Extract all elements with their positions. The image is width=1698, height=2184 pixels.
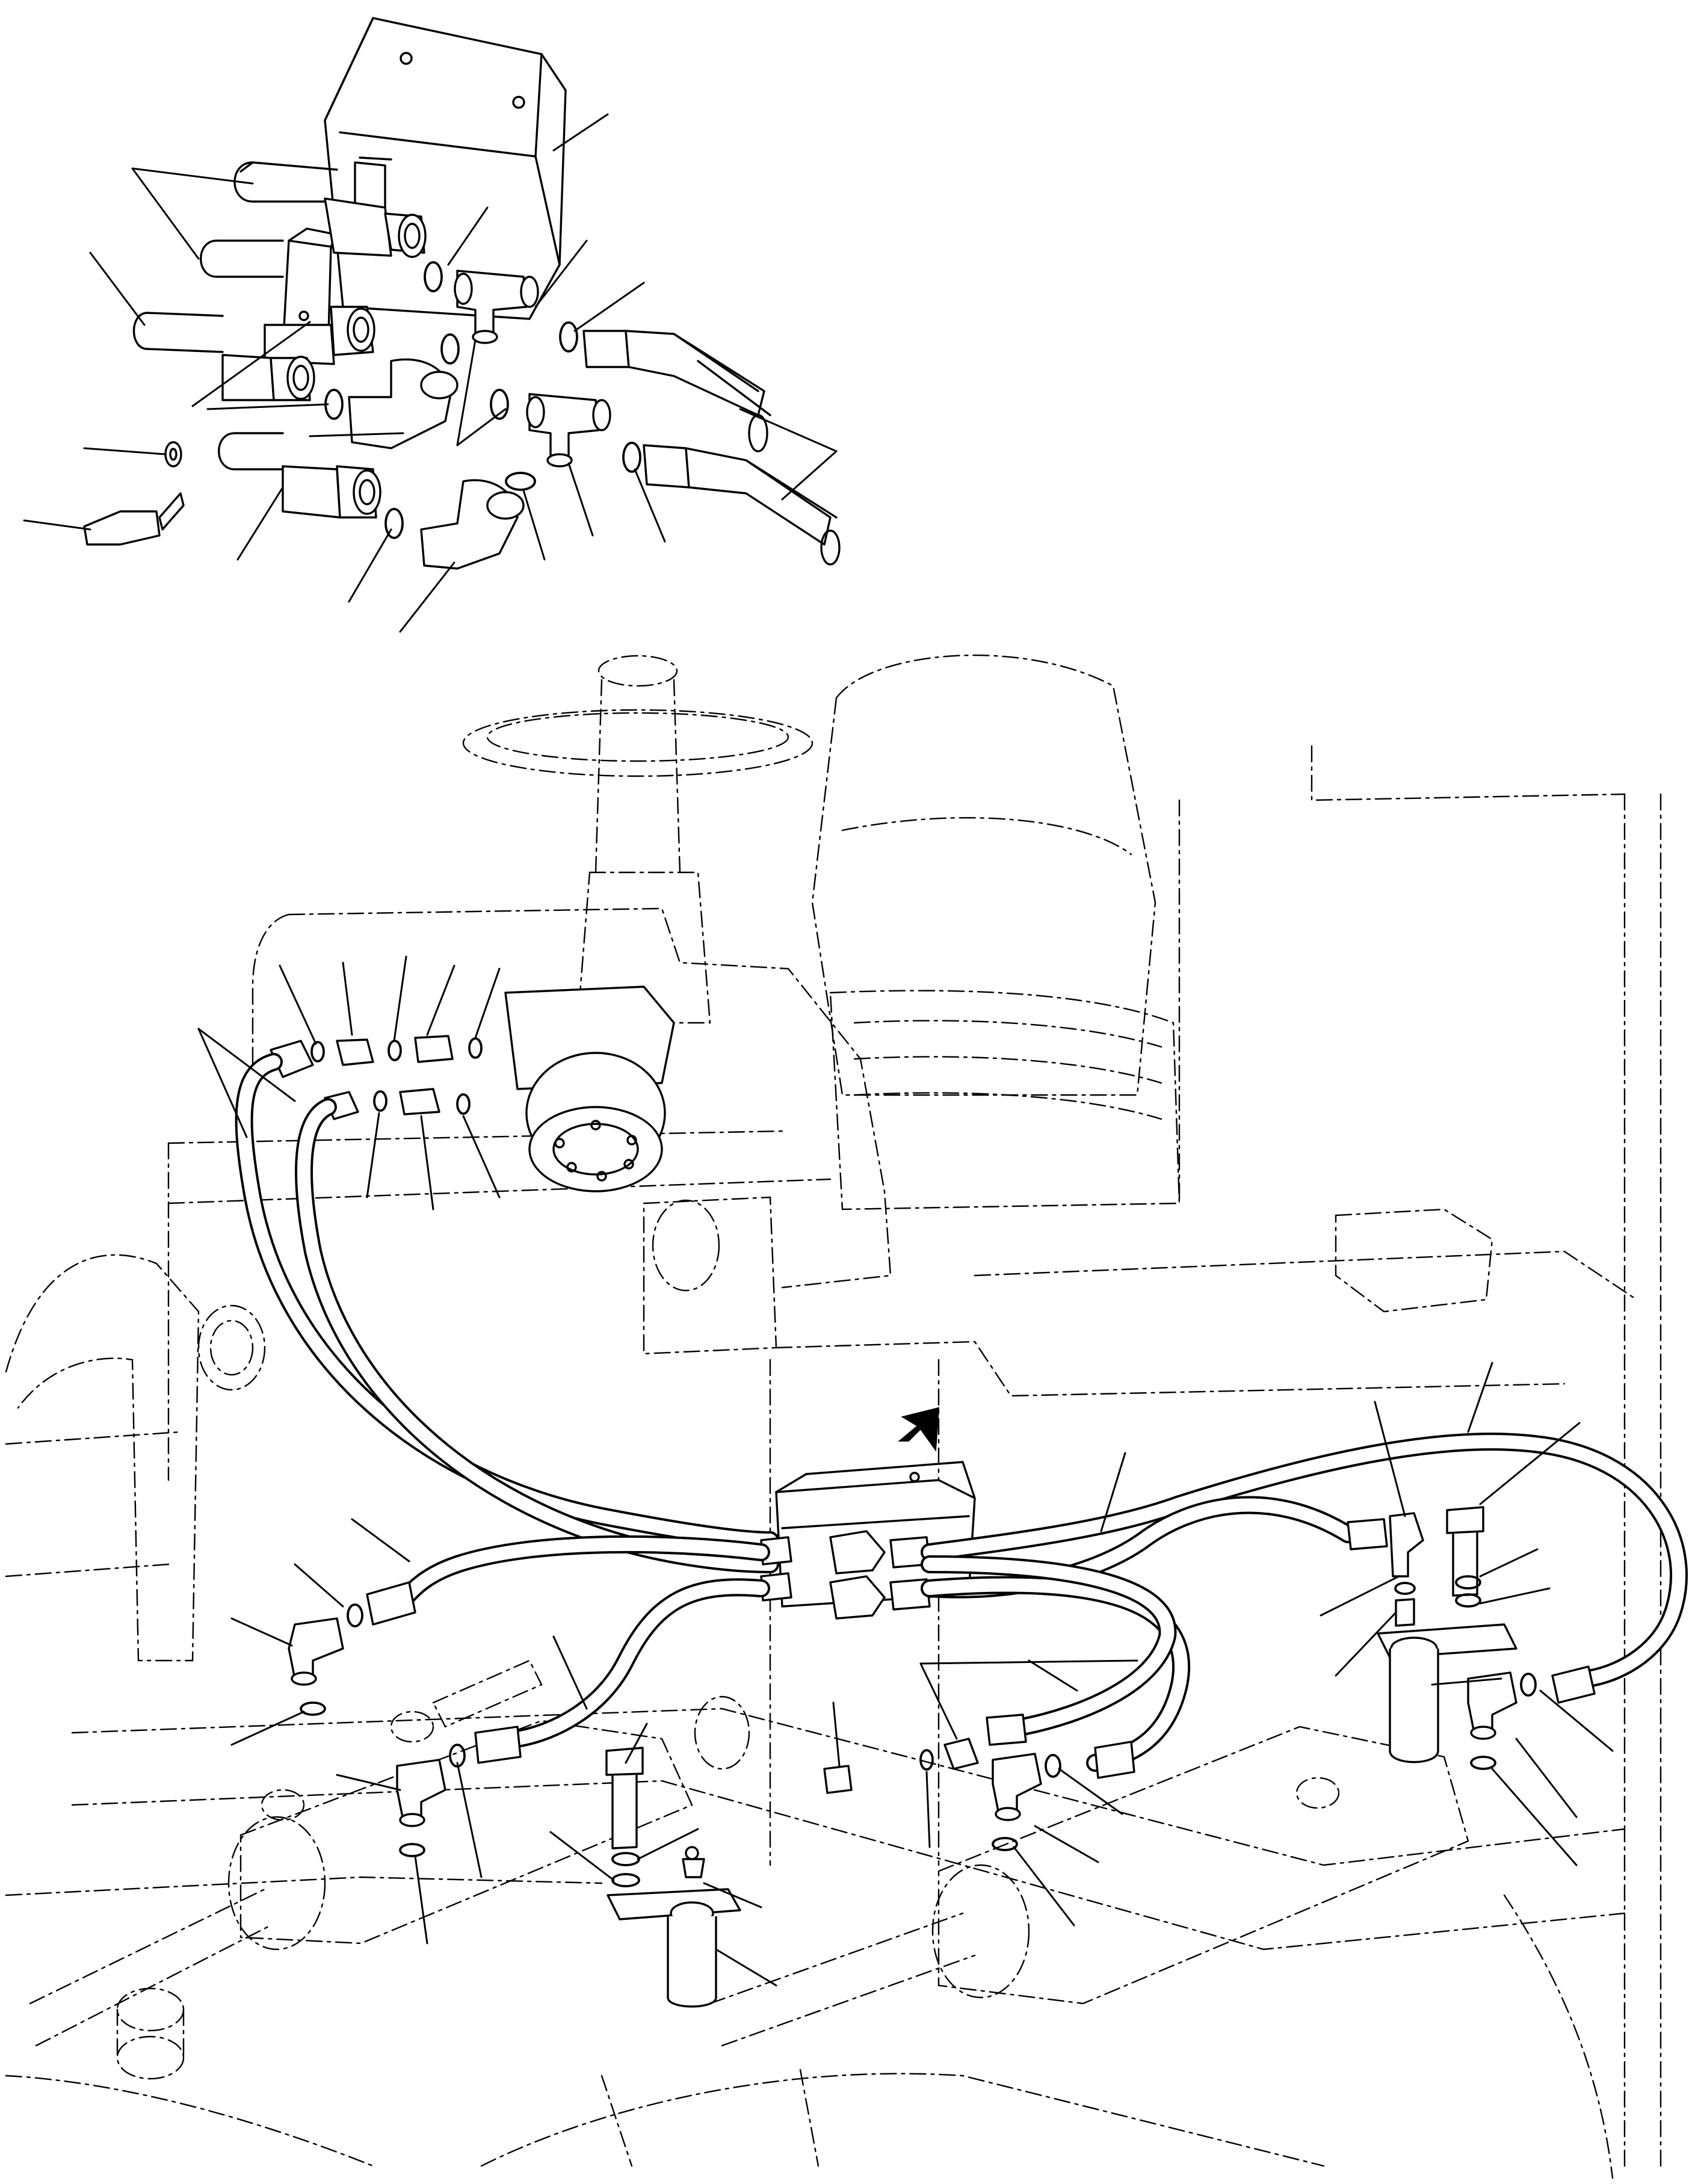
callout-leader (336, 1774, 401, 1791)
callout-leader (625, 1723, 648, 1764)
callout-leader (236, 486, 284, 561)
callout-leader (1479, 1422, 1581, 1505)
callout-leader (206, 403, 329, 410)
callout-leader (197, 1028, 296, 1102)
callout-leader (567, 462, 594, 537)
callout-leader (1539, 1689, 1614, 1752)
callout-leader (715, 1948, 777, 1987)
callout-leader (191, 321, 311, 407)
callout-leader (348, 528, 392, 603)
callout-leader (89, 251, 146, 326)
callout-leader (420, 1115, 434, 1211)
callout-leader (230, 1617, 293, 1647)
main-assembly (235, 986, 1688, 2008)
callout-leader (23, 519, 91, 531)
callout-leader (294, 1563, 344, 1608)
callout-leader (781, 450, 838, 501)
callout-leader (1320, 1575, 1400, 1617)
callout-leader (1058, 1768, 1123, 1815)
callout-leader (131, 167, 200, 260)
callout-leader (456, 339, 477, 446)
detail-view-valve-block (83, 17, 841, 570)
callout-leader (462, 1115, 501, 1198)
callout-leader (832, 1701, 841, 1767)
callout-leader (131, 167, 254, 185)
callout-leader (1335, 1611, 1397, 1677)
callout-leader (197, 1028, 248, 1138)
callout-leader (637, 1828, 699, 1860)
callout-leader (366, 1112, 380, 1198)
callout-leader (393, 955, 407, 1042)
callout-leader-lines (23, 113, 1614, 1987)
callout-leader (1374, 1401, 1406, 1517)
callout-leader (552, 113, 609, 152)
callout-leader (230, 1710, 305, 1746)
callout-leader (552, 1635, 588, 1710)
callout-leader (83, 447, 167, 455)
callout-leader (1479, 1587, 1551, 1605)
callout-leader (1515, 1738, 1578, 1818)
callout-leader (919, 1659, 1138, 1665)
callout-leader (426, 964, 455, 1036)
callout-leader (474, 967, 501, 1039)
location-arrow-icon (898, 1407, 940, 1452)
callout-leader (414, 1855, 428, 1945)
callout-leader (925, 1771, 931, 1848)
callout-leader (534, 239, 588, 308)
callout-leader (1431, 1677, 1502, 1686)
callout-leader (1028, 1659, 1078, 1692)
callout-leader (634, 468, 666, 543)
machine-phantom-outline (5, 654, 1662, 2179)
callout-leader (573, 282, 645, 332)
callout-leader (309, 432, 404, 437)
callout-leader (1479, 1548, 1539, 1578)
callout-leader (1100, 1452, 1126, 1532)
callout-leader (456, 1762, 483, 1878)
callout-leader (1013, 1846, 1075, 1926)
callout-leader (522, 489, 546, 561)
callout-leader (1467, 1362, 1493, 1433)
callout-leader (1034, 1825, 1099, 1863)
callout-leader (739, 408, 838, 452)
callout-leader (279, 964, 317, 1045)
callout-leader (919, 1662, 958, 1740)
callout-leader (456, 408, 507, 446)
callout-leader (342, 961, 353, 1036)
callout-leader (351, 1518, 410, 1562)
callout-leader (1491, 1768, 1578, 1866)
callout-leader (399, 561, 455, 633)
callout-leader (549, 1831, 615, 1881)
callout-leader (703, 1882, 762, 1908)
callout-leader (447, 206, 489, 266)
